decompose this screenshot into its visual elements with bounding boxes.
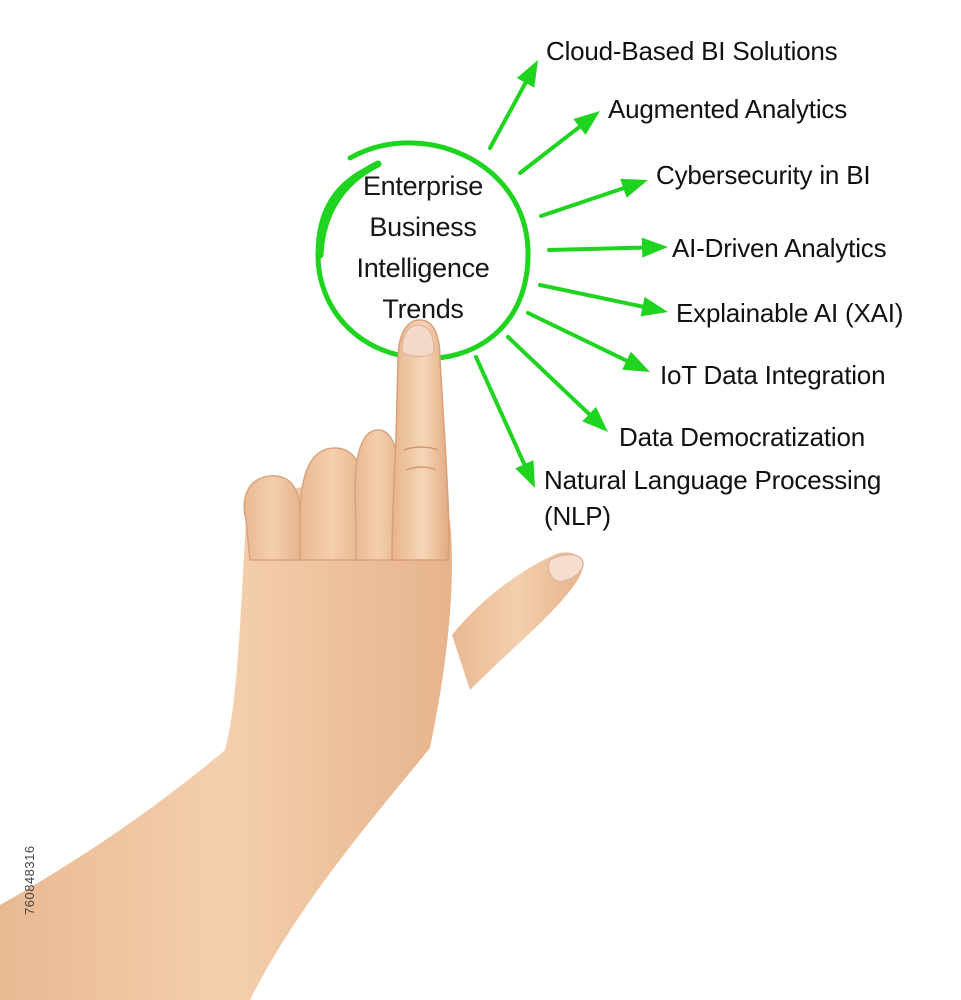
arrow-head	[582, 406, 608, 432]
arrow-data-democratization	[506, 335, 608, 432]
trend-label-cloud-bi: Cloud-Based BI Solutions	[546, 36, 838, 66]
trend-label-ai-driven-analytics: AI-Driven Analytics	[672, 233, 887, 263]
center-title-line-1: Enterprise	[362, 171, 484, 201]
trend-label-cybersecurity: Cybersecurity in BI	[656, 160, 871, 190]
arrow-cybersecurity	[539, 178, 648, 218]
arrow-augmented-analytics	[518, 111, 600, 175]
forearm	[0, 482, 452, 1000]
center-circle-stroke-start	[316, 160, 382, 259]
arrow-shaft	[547, 245, 645, 252]
arrow-shaft	[518, 124, 582, 175]
arrow-head	[516, 60, 538, 88]
thumb-nail	[547, 553, 584, 583]
hand-illustration	[0, 319, 584, 1000]
arrow-cloud-bi	[488, 60, 538, 150]
arrow-group	[474, 60, 668, 488]
arrow-nlp	[474, 355, 535, 488]
arrow-shaft	[538, 283, 645, 309]
index-finger	[391, 319, 450, 561]
arrow-head	[640, 296, 668, 317]
trend-label-iot-data-integration: IoT Data Integration	[660, 360, 886, 390]
center-title-line-3: Intelligence	[356, 253, 490, 283]
arrow-head	[622, 351, 650, 372]
trend-label-data-democratization: Data Democratization	[619, 422, 865, 452]
arrow-iot-data-integration	[526, 311, 650, 372]
arrow-shaft	[488, 80, 528, 150]
trend-label-nlp: Natural Language Processing (NLP)	[544, 465, 882, 531]
index-fingernail	[401, 324, 435, 358]
arrow-head	[641, 237, 668, 258]
arrow-head	[573, 111, 600, 135]
arrow-shaft	[506, 335, 592, 417]
arrow-shaft	[474, 355, 527, 467]
arrow-head	[515, 460, 535, 488]
arrow-ai-driven-analytics	[547, 237, 668, 258]
knuckle-crease	[403, 446, 439, 471]
center-title-line-4: Trends	[382, 294, 464, 324]
center-title: Enterprise Business Intelligence Trends	[330, 166, 516, 330]
arrow-head	[620, 178, 648, 198]
arrow-explainable-ai	[538, 283, 668, 317]
arrow-shaft	[539, 186, 626, 218]
folded-finger-1	[243, 475, 301, 561]
trend-label-explainable-ai: Explainable AI (XAI)	[676, 298, 904, 328]
arrow-shaft	[526, 311, 629, 363]
center-title-line-2: Business	[369, 212, 477, 242]
trend-label-augmented-analytics: Augmented Analytics	[608, 94, 848, 124]
thumb	[452, 552, 583, 690]
stock-image-id: 760848316	[22, 845, 37, 915]
